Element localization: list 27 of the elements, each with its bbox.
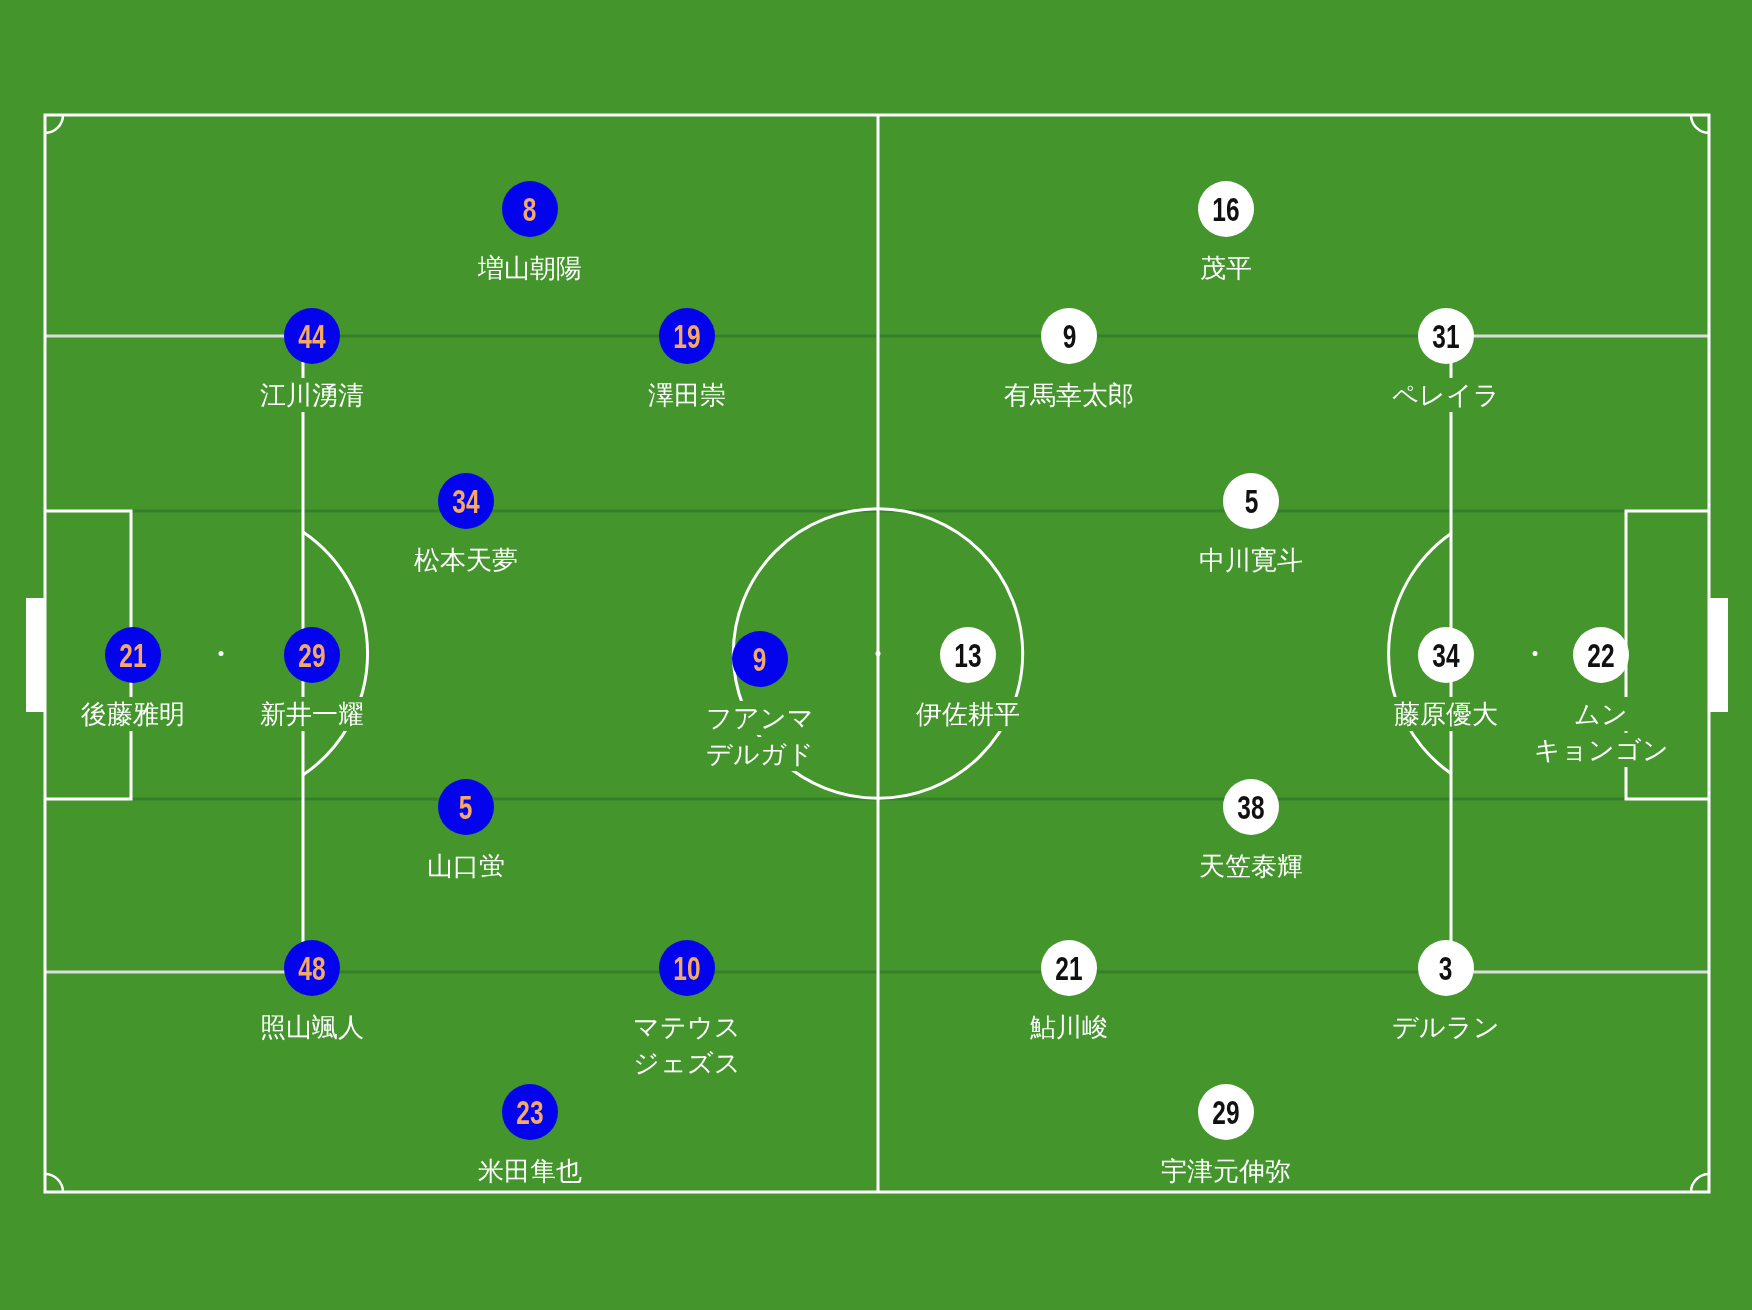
player-name: 伊佐耕平 [913, 696, 1022, 731]
player-circle: 8 [501, 180, 558, 237]
player-circle: 38 [1223, 778, 1280, 835]
player-name: 江川湧清 [257, 378, 366, 413]
player-circle: 31 [1417, 308, 1474, 365]
player-circle: 34 [1417, 626, 1474, 683]
player-circle: 29 [283, 626, 340, 683]
player-circle: 9 [731, 631, 788, 688]
player-circle: 9 [1041, 308, 1098, 365]
player-name: 藤原優大 [1391, 696, 1500, 731]
player-name: ムン [1572, 696, 1631, 731]
player-circle: 44 [283, 308, 340, 365]
player-circle: 34 [437, 472, 494, 529]
player-circle: 29 [1197, 1083, 1254, 1140]
player-circle: 48 [283, 939, 340, 996]
player-circle: 21 [105, 626, 161, 683]
player-circle: 3 [1417, 939, 1474, 996]
player-circle: 5 [1223, 472, 1280, 529]
player-circle: 13 [939, 626, 996, 683]
player-name: 新井一耀 [257, 696, 366, 731]
player-circle: 19 [659, 308, 716, 365]
player-circle: 22 [1573, 626, 1630, 683]
player-circle: 21 [1041, 939, 1098, 996]
player-circle: 23 [501, 1083, 558, 1140]
player-circle: 16 [1197, 180, 1254, 237]
player-circle: 10 [659, 939, 716, 996]
player-circle: 5 [437, 778, 494, 835]
